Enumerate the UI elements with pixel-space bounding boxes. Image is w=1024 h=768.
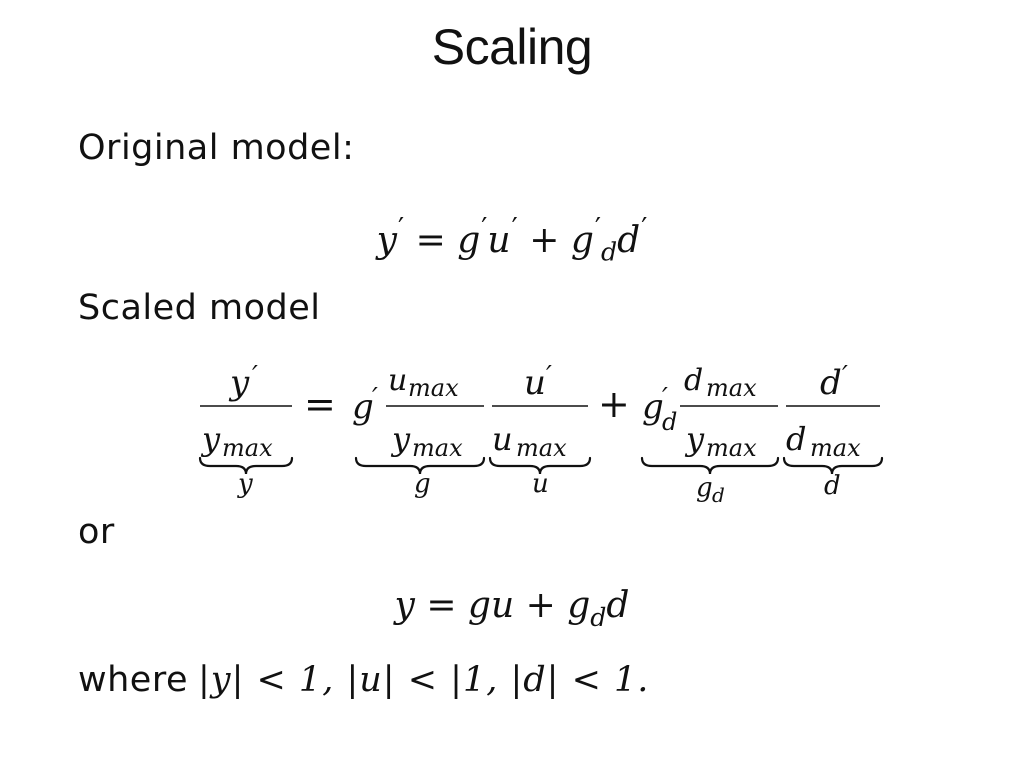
svg-text:d: d	[820, 363, 842, 403]
svg-text:max: max	[706, 374, 757, 402]
svg-text:′: ′	[372, 383, 378, 413]
svg-text:max: max	[408, 374, 459, 402]
svg-text:g: g	[696, 473, 713, 503]
svg-text:g: g	[414, 469, 431, 499]
svg-text:d: d	[824, 471, 841, 501]
label-scaled-model: Scaled model	[78, 288, 321, 328]
svg-text:max: max	[706, 434, 757, 462]
svg-text:+: +	[598, 382, 630, 426]
svg-text:g: g	[352, 387, 374, 427]
svg-text:y: y	[228, 363, 250, 403]
label-or: or	[78, 512, 115, 552]
equation-original-model: y′ = g′u′ + g′dd′	[376, 213, 648, 267]
svg-text:y: y	[390, 420, 411, 458]
svg-text:u: u	[532, 469, 549, 499]
svg-text:d: d	[786, 420, 806, 458]
svg-text:max: max	[222, 434, 273, 462]
where-condition: |y| < 1, |u| < |1, |d| < 1.	[198, 660, 650, 700]
svg-text:y: y	[237, 469, 253, 499]
svg-text:d: d	[712, 483, 725, 507]
svg-text:d: d	[684, 363, 703, 398]
svg-text:d: d	[662, 408, 677, 436]
svg-text:′: ′	[662, 383, 668, 413]
svg-text:′: ′	[252, 361, 258, 391]
where-line: where|y| < 1, |u| < |1, |d| < 1.	[78, 660, 649, 700]
svg-text:max: max	[412, 434, 463, 462]
svg-text:u: u	[388, 363, 407, 398]
svg-text:y: y	[684, 420, 705, 458]
svg-text:u: u	[524, 363, 546, 403]
svg-text:g: g	[642, 387, 664, 427]
svg-text:′: ′	[842, 361, 848, 391]
label-where: where	[78, 660, 188, 700]
slide-title: Scaling	[431, 19, 593, 75]
equation-normalized-model: y = gu + gdd	[394, 585, 630, 632]
svg-text:′: ′	[546, 361, 552, 391]
svg-text:max: max	[516, 434, 567, 462]
svg-text:y: y	[200, 420, 221, 458]
svg-text:=: =	[304, 382, 336, 426]
svg-text:u: u	[492, 420, 513, 458]
label-original-model: Original model:	[78, 128, 355, 168]
svg-text:max: max	[810, 434, 861, 462]
